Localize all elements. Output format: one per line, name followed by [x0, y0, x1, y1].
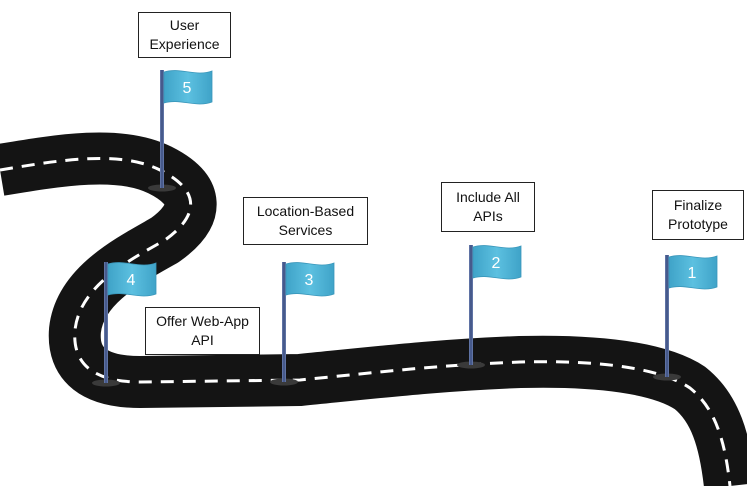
milestone-5-label: User Experience [138, 12, 231, 58]
milestone-4-label: Offer Web-App API [145, 307, 260, 355]
milestone-5-flag: 5 [148, 70, 213, 192]
flag-pole [104, 262, 108, 383]
milestone-2-label-line-2: APIs [473, 208, 503, 224]
milestone-4-label-line-2: API [191, 332, 214, 348]
flag-cloth [163, 70, 213, 105]
milestone-5-number: 5 [183, 80, 192, 97]
milestone-2-label: Include All APIs [441, 182, 535, 232]
flag-pole [160, 70, 164, 188]
milestone-3-label: Location-Based Services [243, 197, 368, 245]
milestone-1-label-line-2: Prototype [668, 216, 728, 232]
flag-pole [469, 245, 473, 365]
milestone-1-flag: 1 [653, 255, 718, 381]
milestone-3-label-line-2: Services [278, 222, 333, 238]
flag-cloth [472, 245, 522, 280]
milestone-4-label-line-1: Offer Web-App [156, 313, 249, 329]
milestone-4-number: 4 [127, 272, 136, 289]
milestone-5-label-line-2: Experience [149, 36, 220, 52]
flag-cloth [285, 262, 335, 297]
milestone-4-flag: 4 [92, 262, 157, 387]
milestone-2-label-line-1: Include All [456, 189, 520, 205]
flag-pole [282, 262, 286, 382]
flag-cloth [668, 255, 718, 290]
milestone-1-number: 1 [688, 265, 697, 282]
milestone-2-flag: 2 [457, 245, 522, 369]
milestone-3-flag: 3 [270, 262, 335, 386]
milestone-3-number: 3 [305, 272, 314, 289]
milestone-3-label-line-1: Location-Based [256, 203, 355, 219]
milestone-1-label-line-1: Finalize [673, 197, 723, 213]
milestone-2-number: 2 [492, 255, 501, 272]
flag-cloth [107, 262, 157, 297]
flag-pole [665, 255, 669, 377]
flags-layer: 5 4 3 2 1 [92, 70, 718, 387]
milestone-1-label: Finalize Prototype [652, 190, 744, 240]
milestone-5-label-line-1: User [169, 17, 200, 33]
